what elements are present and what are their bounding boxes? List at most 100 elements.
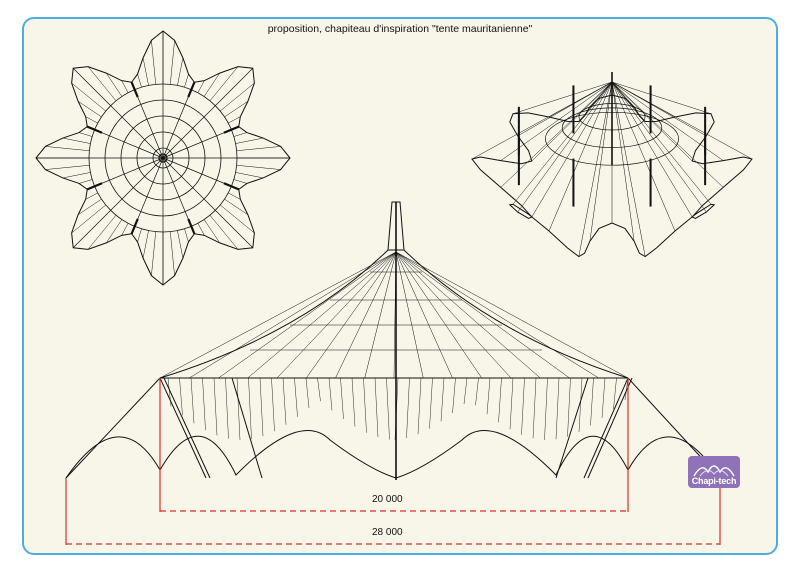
fringe-line	[203, 219, 220, 244]
fringe-line	[151, 231, 156, 276]
perspective-seam	[589, 81, 613, 242]
roof-seam	[364, 251, 397, 379]
roof-seam	[159, 251, 397, 379]
skirt-fringe	[544, 377, 548, 440]
perspective-seam	[611, 81, 707, 213]
fringe-line	[87, 215, 117, 250]
fringe-line	[224, 198, 249, 215]
skirt-fringe	[236, 377, 241, 441]
perspective-view	[471, 72, 753, 258]
skirt-fringe	[555, 377, 560, 440]
roof-seam	[395, 251, 453, 379]
roof-seam	[395, 251, 424, 379]
fringe-line	[170, 40, 175, 85]
skirt-fringe	[486, 377, 491, 415]
perspective-seam	[611, 81, 712, 114]
dimension-lines	[65, 378, 721, 545]
roof-seam	[189, 251, 397, 379]
skirt-fringe	[351, 377, 356, 427]
skirt-fringe	[613, 377, 617, 410]
perspective-seam	[512, 81, 613, 114]
skirt-fringe	[386, 377, 390, 440]
fringe-line	[233, 132, 247, 137]
fringe-line	[228, 116, 241, 124]
fringe-line	[73, 68, 111, 106]
fringe-line	[233, 179, 247, 184]
fringe-line	[220, 204, 255, 234]
skirt-fringe	[179, 377, 183, 416]
skirt-fringe	[475, 377, 479, 406]
perspective-seam	[589, 81, 613, 107]
fringe-line	[170, 231, 175, 276]
roof-seam	[306, 251, 397, 379]
roof-seam	[395, 251, 482, 379]
side-pole	[130, 81, 139, 98]
skirt-fringe	[259, 377, 264, 437]
roof-seam	[395, 251, 599, 379]
fringe-line	[197, 80, 205, 93]
skirt-fringe	[374, 377, 379, 438]
page-title: proposition, chapiteau d'inspiration "te…	[267, 23, 533, 35]
side-pole	[555, 377, 589, 479]
side-pole	[86, 125, 103, 134]
perspective-seam	[611, 81, 646, 122]
skirt-fringe	[406, 377, 410, 439]
roof-seam	[276, 251, 397, 379]
perspective-seam	[611, 81, 693, 162]
perspective-seam	[578, 81, 613, 257]
fringe-line	[87, 66, 117, 101]
skirt-fringe	[271, 377, 275, 432]
roof-silhouette	[159, 249, 629, 379]
fringe-line	[79, 179, 93, 184]
perspective-seam	[611, 81, 646, 257]
side-pole	[223, 125, 240, 134]
outer-span-label: 28 000	[370, 527, 405, 538]
perspective-seam	[611, 81, 676, 232]
left-skirt	[65, 377, 161, 479]
fringe-line	[73, 210, 111, 248]
side-pole	[187, 218, 196, 235]
perspective-seam	[531, 81, 613, 218]
logo-text: Chapi-tech	[691, 476, 737, 486]
roof-seam	[395, 251, 629, 379]
fringe-line	[235, 137, 264, 144]
perspective-seam	[611, 81, 635, 242]
side-pole	[187, 81, 196, 98]
side-pole	[583, 377, 629, 479]
tent-logo-icon	[693, 465, 735, 477]
elevation-view	[65, 201, 721, 480]
fringe-line	[177, 230, 184, 259]
side-pole	[130, 218, 139, 235]
fringe-line	[79, 132, 93, 137]
side-pole	[587, 377, 633, 479]
roof-seam	[335, 251, 397, 379]
roof-seam	[218, 251, 397, 379]
roof-seam	[247, 251, 397, 379]
chapitech-logo: Chapi-tech	[688, 456, 740, 488]
perspective-seam	[611, 81, 712, 205]
skirt-fringe	[317, 377, 321, 402]
skirt-fringe	[328, 377, 333, 411]
skirt-fringe	[225, 377, 229, 439]
fringe-line	[77, 101, 102, 118]
perspective-seam	[512, 81, 613, 205]
side-pole	[86, 182, 103, 191]
fringe-line	[220, 82, 255, 112]
skirt-fringe	[532, 377, 537, 439]
roof-seam	[395, 251, 541, 379]
perspective-seam	[578, 81, 613, 122]
skirt-fringe	[248, 377, 252, 440]
fringe-line	[203, 72, 220, 97]
scalloped-edge	[65, 430, 721, 479]
side-pole	[231, 377, 263, 479]
side-pole	[223, 182, 240, 191]
perspective-seam	[611, 81, 693, 218]
fringe-line	[151, 40, 156, 85]
skirt-fringe	[429, 377, 433, 429]
skirt-fringe	[578, 377, 583, 432]
skirt-fringe	[202, 377, 206, 431]
skirt-fringe	[294, 377, 298, 417]
fringe-line	[62, 137, 91, 144]
skirt-fringe	[363, 377, 367, 433]
